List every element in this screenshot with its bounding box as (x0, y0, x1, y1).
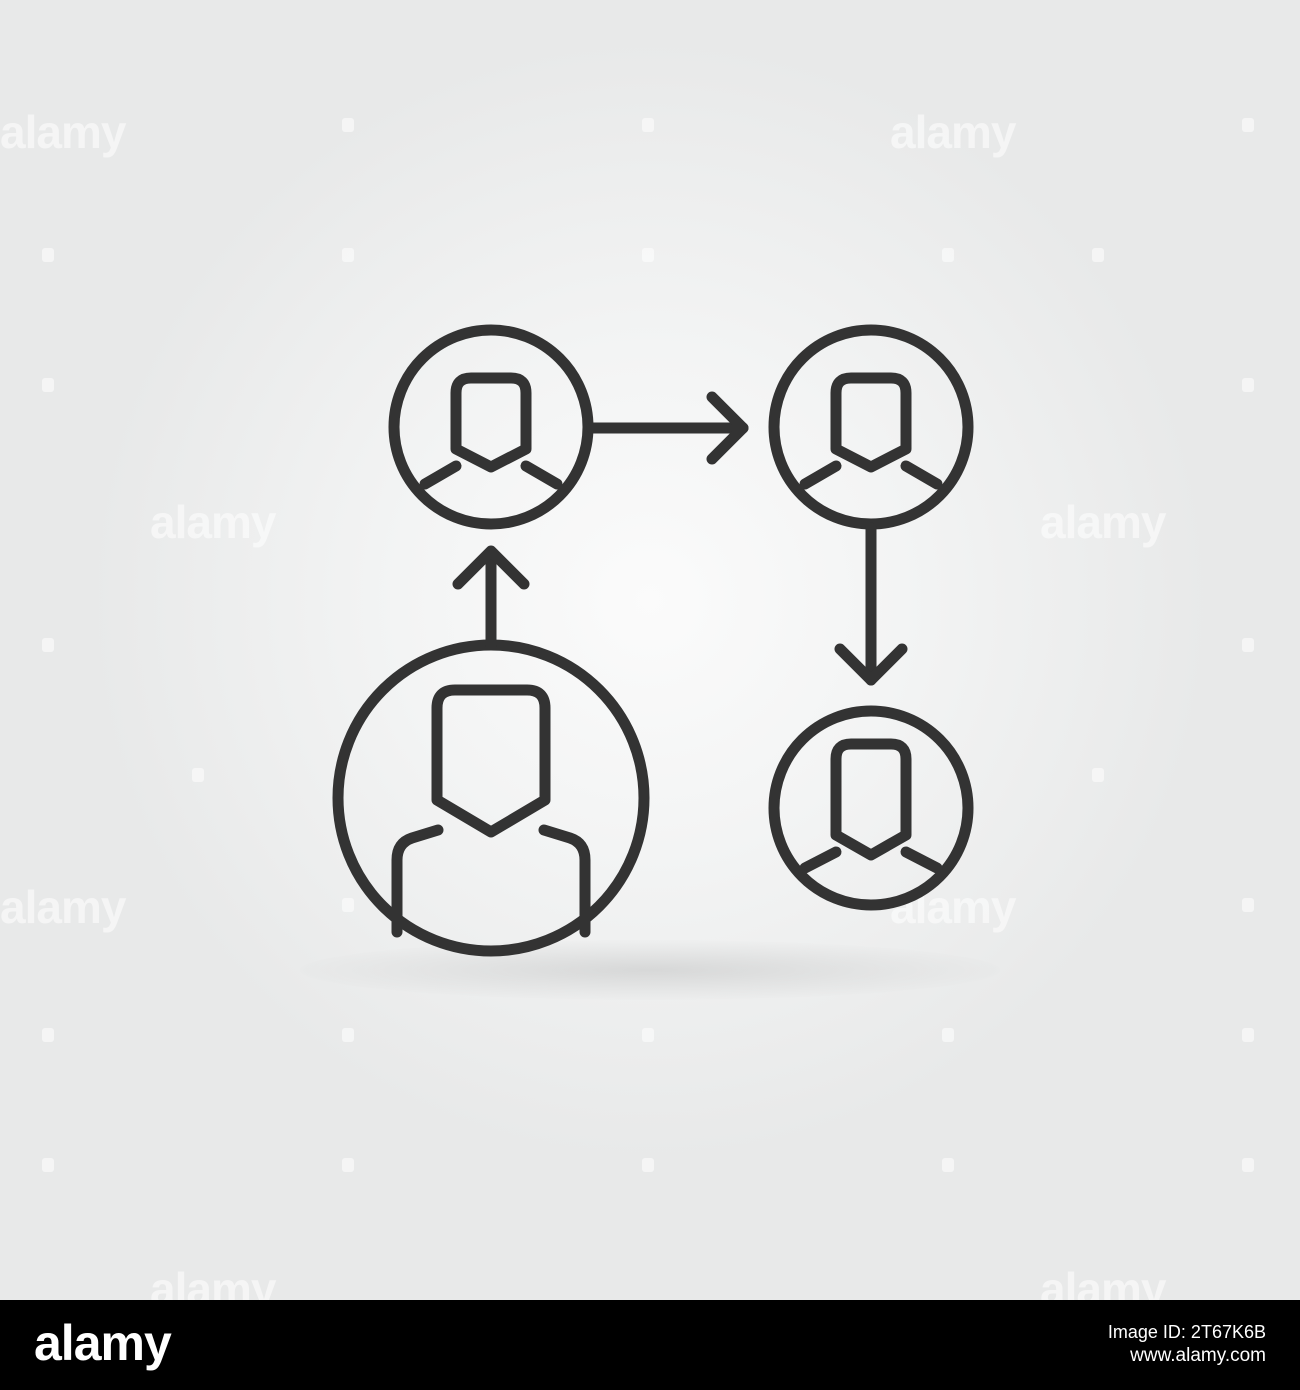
image-id-label: Image ID: 2T67K6B (1107, 1322, 1266, 1342)
watermark-mark (1242, 118, 1254, 132)
watermark: alamy (1040, 496, 1166, 548)
watermark: alamy (890, 881, 1016, 933)
watermark-mark (1242, 378, 1254, 392)
watermark-mark (642, 1028, 654, 1042)
watermark: alamy (0, 106, 126, 158)
large-person-icon (332, 639, 650, 957)
watermark-mark (1092, 248, 1104, 262)
site-url: www.alamy.com (1130, 1345, 1266, 1366)
footer-logo: alamy (34, 1315, 172, 1371)
watermark-mark (342, 1028, 354, 1042)
watermark-mark (642, 248, 654, 262)
watermark-mark (342, 898, 354, 912)
watermark-mark (342, 1158, 354, 1172)
watermark-mark (1242, 1028, 1254, 1042)
person-top-left-icon (388, 324, 594, 530)
footer-bar: alamy Image ID: 2T67K6B www.alamy.com (0, 1300, 1300, 1390)
watermark-mark (642, 1158, 654, 1172)
arrow-right-icon (586, 391, 749, 465)
watermark-mark (192, 768, 204, 782)
watermark-mark (942, 1028, 954, 1042)
watermark-mark (942, 248, 954, 262)
arrow-down-icon (834, 522, 908, 686)
watermark-mark (342, 248, 354, 262)
watermark-mark (942, 1158, 954, 1172)
watermark: alamy (890, 106, 1016, 158)
person-bottom-right-icon (768, 705, 974, 911)
watermark-mark (42, 1158, 54, 1172)
icon-canvas: alamy alamy alamy alamy alamy alamy alam… (0, 0, 1300, 1315)
watermark-mark (42, 1028, 54, 1042)
arrow-up-icon (452, 545, 530, 651)
watermark-mark (1242, 1158, 1254, 1172)
watermark: alamy (150, 496, 276, 548)
watermark-mark (1242, 898, 1254, 912)
watermark-mark (342, 118, 354, 132)
person-top-right-icon (768, 324, 974, 530)
watermark-mark (42, 248, 54, 262)
watermark-mark (642, 118, 654, 132)
referral-network-icon (332, 324, 974, 957)
watermark-mark (1242, 638, 1254, 652)
icon-shadow (300, 940, 1000, 1000)
watermark-mark (42, 638, 54, 652)
footer-info: Image ID: 2T67K6B www.alamy.com (1108, 1320, 1266, 1368)
watermark-mark (1092, 768, 1104, 782)
watermark-mark (42, 378, 54, 392)
watermark: alamy (0, 881, 126, 933)
